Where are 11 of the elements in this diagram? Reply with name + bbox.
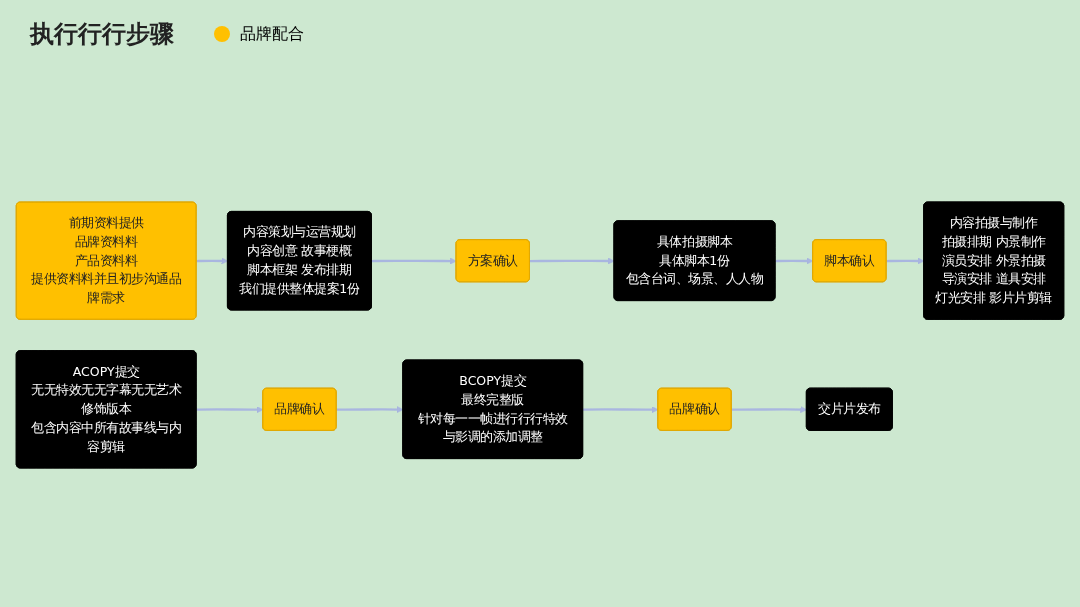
arrow bbox=[371, 257, 457, 265]
arrow bbox=[731, 406, 808, 413]
arrow bbox=[196, 257, 229, 265]
arrow bbox=[775, 257, 814, 265]
legend-text: 品牌配合 bbox=[240, 23, 304, 45]
arrow bbox=[529, 257, 615, 265]
arrow bbox=[336, 406, 404, 413]
arrow bbox=[886, 257, 925, 265]
arrow bbox=[196, 406, 264, 414]
diagram-title: 执行行行步骤 bbox=[30, 19, 174, 50]
arrow bbox=[583, 406, 659, 414]
